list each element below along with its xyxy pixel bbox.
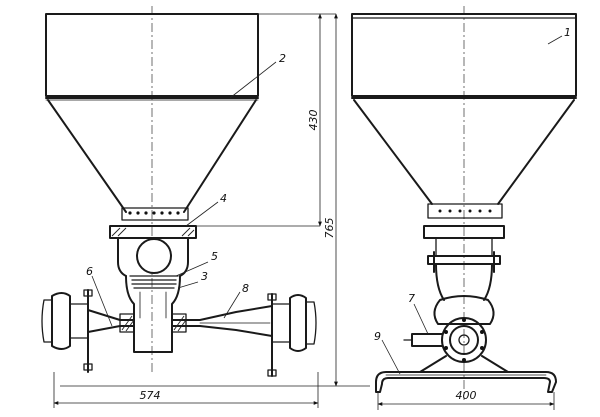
front-length-dimension	[53, 372, 319, 408]
front-valve-housing	[109, 225, 197, 321]
label-3: 3	[201, 270, 208, 283]
label-1: 1	[564, 26, 571, 39]
label-4: 4	[220, 192, 227, 205]
front-hopper	[45, 13, 259, 221]
label-8: 8	[242, 282, 249, 295]
side-valve-body	[403, 225, 505, 363]
side-hopper	[351, 13, 577, 219]
front-mixing-pipe	[41, 289, 317, 377]
dimension-430: 430	[307, 110, 320, 131]
label-9: 9	[374, 330, 381, 343]
front-vertical-dimensions	[196, 13, 338, 387]
label-7: 7	[408, 292, 415, 305]
label-5: 5	[211, 250, 218, 263]
side-stand	[375, 355, 557, 393]
label-6: 6	[86, 265, 93, 278]
front-view: 430 765 574 2 4 5 3 6 8	[41, 6, 370, 408]
dimension-574: 574	[140, 389, 161, 402]
side-leaders	[381, 35, 563, 375]
side-view: 400 1 7 9	[351, 6, 577, 410]
dimension-765: 765	[323, 218, 336, 239]
label-2: 2	[279, 52, 286, 65]
side-width-dimension	[377, 392, 555, 410]
dimension-400: 400	[456, 389, 477, 402]
front-leaders	[91, 61, 277, 327]
